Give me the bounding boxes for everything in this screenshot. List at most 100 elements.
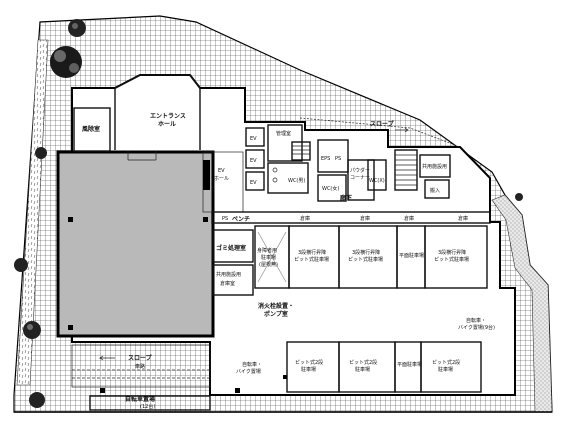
- wc-female-label: WC(女): [322, 185, 339, 192]
- flat-parking-b-label: 平面駐車場: [397, 361, 422, 368]
- wc-female: [317, 174, 347, 202]
- elevator-icon: EV: [245, 127, 265, 147]
- landscape-strip: [16, 39, 49, 386]
- tree-icon: [29, 392, 45, 408]
- management-room-label: 管理室: [276, 130, 291, 137]
- bicycle-shed-label-2: (12台): [140, 403, 155, 410]
- ev-hall-label-1: EV: [218, 168, 225, 174]
- mech-parking-c-label-2: ピット式駐車場: [434, 256, 469, 263]
- mech-parking-b-label-1: 3段横行昇降: [352, 249, 380, 256]
- slope-bottom-label: スロープ: [128, 354, 153, 362]
- svg-text:EV: EV: [250, 158, 257, 164]
- flat-parking-a-label: 平面駐車場: [399, 252, 424, 259]
- wc-x-label: WC(X): [369, 178, 385, 184]
- wind-room-label: 風除室: [82, 125, 100, 133]
- column: [283, 375, 287, 379]
- powder-corner-label-1: パウダー: [350, 167, 370, 174]
- powder-corner-label-2: コーナー: [350, 175, 370, 181]
- pit-parking-b-label-1: ピット式2段: [349, 359, 377, 366]
- corridor-band: [211, 211, 491, 224]
- wc-male: [267, 162, 309, 194]
- tree-icon: [35, 147, 47, 159]
- pit-parking-b-label-2: 駐車場: [355, 366, 370, 373]
- garbage-room-label: ゴミ処理室: [216, 244, 246, 252]
- bike-parking-label-1: 自転車・: [242, 361, 262, 368]
- bench-label: ベンチ: [232, 216, 250, 223]
- ps-label-2: PS: [222, 216, 228, 222]
- ev-column: [203, 160, 210, 190]
- powder-corner: [347, 159, 375, 201]
- slope-bottom-sub-label: 車路: [135, 363, 145, 370]
- column: [235, 388, 240, 393]
- pit-parking-a-label-2: 駐車場: [301, 366, 316, 373]
- bike-parking-label-2: バイク置場: [236, 368, 261, 375]
- tree-icon: [14, 258, 28, 272]
- slope-top: [299, 117, 461, 148]
- column: [100, 388, 105, 393]
- main-building-block: [56, 150, 215, 338]
- wc-x: [367, 159, 387, 191]
- pit-parking-c-label-2: 駐車場: [438, 366, 453, 373]
- carry-in-room: [424, 179, 450, 199]
- entrance-hall-label-1: エントランス: [150, 113, 186, 120]
- tree-icon: [515, 193, 523, 201]
- bicycle-storage-label-1: 自転車・: [466, 317, 486, 324]
- slope-bottom: [71, 344, 211, 388]
- storage-label-2: 倉庫: [360, 215, 370, 222]
- slope-top-label: スロープ: [370, 120, 395, 128]
- elevator-icon: EV: [245, 149, 265, 169]
- management-room: [267, 124, 303, 162]
- storage-top-label: 共用施設用: [422, 163, 447, 170]
- pit-parking-a-label-1: ピット式2段: [295, 359, 323, 366]
- pump-room-label-1: 消火栓設置・: [258, 302, 294, 310]
- storage-label-4: 倉庫: [458, 215, 468, 222]
- parking-bay-icon: [424, 225, 488, 289]
- entrance-hall-label-2: ホール: [158, 121, 176, 128]
- wc-male-label: WC(男): [288, 178, 305, 184]
- entrance-door[interactable]: [127, 151, 157, 161]
- ev-hall-label-2: ホール: [214, 176, 229, 182]
- eps-label: EPS: [321, 156, 330, 162]
- toilet-icon: [272, 167, 278, 183]
- shared-facility-storage: [212, 264, 254, 296]
- slope-arrow-bottom: [98, 355, 115, 361]
- mech-parking-c-label-1: 3段横行昇降: [438, 249, 466, 256]
- storage-room-top: [419, 154, 451, 178]
- storage-label-1: 倉庫: [300, 215, 310, 222]
- column: [68, 325, 73, 330]
- slope-bottom-lines: [72, 369, 210, 379]
- stair-icon: [291, 141, 311, 161]
- shared-facility-label-1: 共用施設用: [216, 271, 241, 278]
- mech-parking-a-label-2: ピット式駐車場: [294, 256, 329, 263]
- ps-label: PS: [335, 156, 341, 162]
- pump-room-label-2: ポンプ室: [264, 310, 288, 318]
- garbage-room: [212, 229, 254, 263]
- tree-icon: [23, 321, 41, 339]
- column: [68, 217, 73, 222]
- dedicated-parking-label-2: 駐車場: [261, 254, 276, 261]
- mech-parking-b-label-2: ピット式駐車場: [348, 256, 383, 263]
- shared-facility-label-2: 倉庫室: [220, 280, 235, 287]
- dedicated-parking-label-3: (屋根無): [259, 261, 278, 268]
- entrance-hall-wall: [114, 74, 201, 150]
- svg-text:EV: EV: [250, 180, 257, 186]
- corridor-label: 廊下: [340, 194, 352, 202]
- bicycle-shed-label-1: 自転車置場: [125, 395, 155, 403]
- stair-icon: [394, 149, 418, 191]
- tree-icon: [50, 46, 82, 78]
- bicycle-shed: [89, 395, 211, 411]
- column: [203, 217, 208, 222]
- mech-parking-a-label-1: 3段横行昇降: [298, 249, 326, 256]
- wind-room: [73, 107, 111, 152]
- parking-bay-icon: [420, 341, 482, 393]
- tree-icon: [68, 19, 86, 37]
- slope-arrow: [395, 127, 410, 133]
- storage-label-3: 倉庫: [404, 215, 414, 222]
- svg-text:EV: EV: [250, 136, 257, 142]
- dedicated-parking-label-1: 身障者用: [257, 247, 277, 254]
- ps-eps-block: [317, 139, 349, 173]
- carry-in-label: 搬入: [430, 187, 440, 194]
- pit-parking-c-label-1: ピット式2段: [432, 359, 460, 366]
- elevator-icon: EV: [245, 171, 265, 191]
